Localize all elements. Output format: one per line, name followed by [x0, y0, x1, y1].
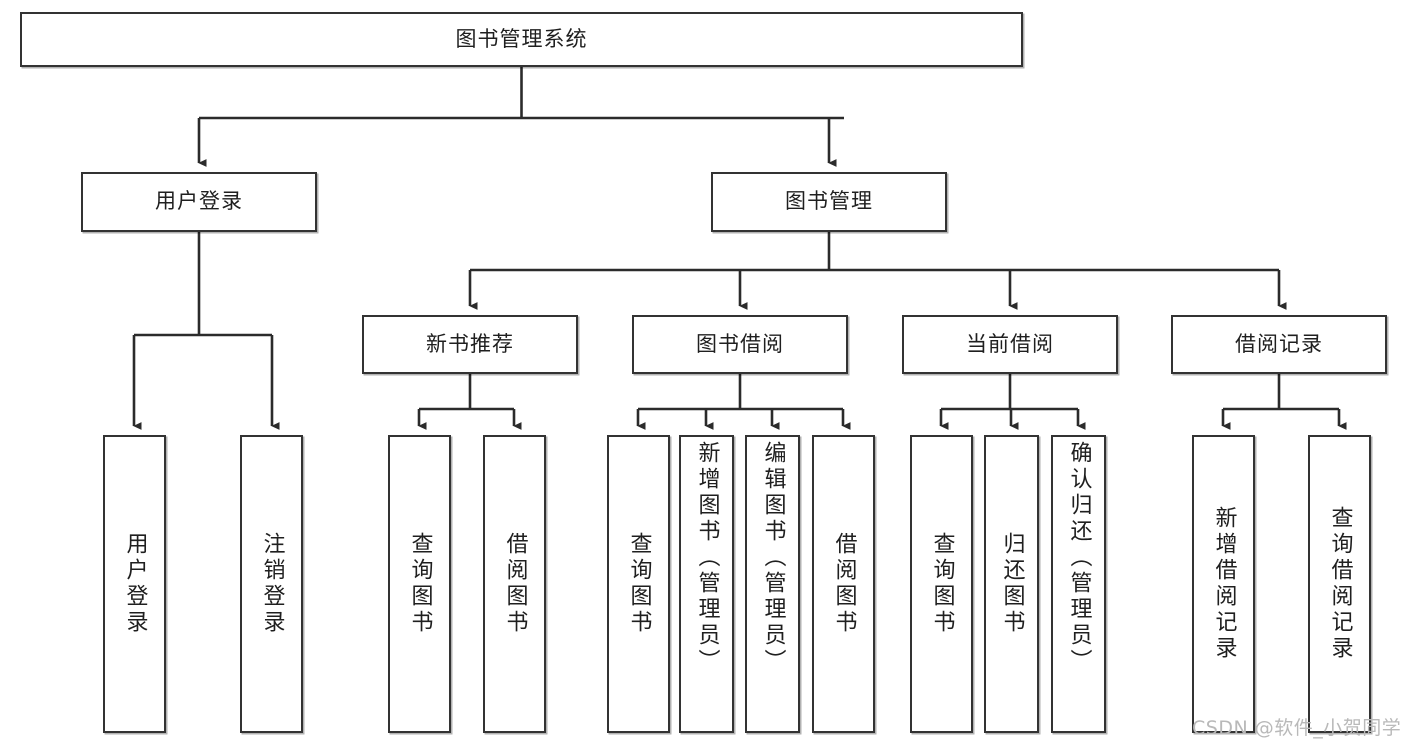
node-leaf-query-book-recommend-label: 查询图书: [407, 532, 433, 636]
node-leaf-user-logout-label: 注销登录: [259, 532, 285, 636]
node-current-borrow-label: 当前借阅: [966, 331, 1054, 356]
node-leaf-return-book[interactable]: 归还图书: [984, 435, 1039, 733]
node-leaf-edit-book-admin[interactable]: 编辑图书（管理员）: [745, 435, 800, 733]
node-user-login[interactable]: 用户登录: [81, 172, 317, 232]
node-root-label: 图书管理系统: [455, 26, 588, 51]
node-leaf-query-borrow-record[interactable]: 查询借阅记录: [1308, 435, 1371, 733]
node-leaf-return-book-label: 归还图书: [999, 532, 1025, 636]
node-leaf-add-book-admin-label: 新增图书（管理员）: [694, 441, 720, 675]
node-leaf-query-book-borrow-label: 查询图书: [626, 532, 652, 636]
node-leaf-confirm-return-admin[interactable]: 确认归还（管理员）: [1051, 435, 1106, 733]
node-leaf-borrow-book-borrow-label: 借阅图书: [831, 532, 857, 636]
node-leaf-query-book-current-label: 查询图书: [929, 532, 955, 636]
node-current-borrow[interactable]: 当前借阅: [902, 315, 1118, 374]
node-borrow-record[interactable]: 借阅记录: [1171, 315, 1387, 374]
node-leaf-user-login[interactable]: 用户登录: [103, 435, 166, 733]
node-root-system[interactable]: 图书管理系统: [20, 12, 1023, 67]
node-leaf-add-book-admin[interactable]: 新增图书（管理员）: [679, 435, 734, 733]
node-book-management[interactable]: 图书管理: [711, 172, 947, 232]
node-new-book-recommend-label: 新书推荐: [426, 331, 514, 356]
node-leaf-query-book-recommend[interactable]: 查询图书: [388, 435, 451, 733]
node-leaf-user-login-label: 用户登录: [122, 532, 148, 636]
node-book-borrow[interactable]: 图书借阅: [632, 315, 848, 374]
node-leaf-borrow-book-borrow[interactable]: 借阅图书: [812, 435, 875, 733]
node-leaf-borrow-book-recommend-label: 借阅图书: [502, 532, 528, 636]
node-book-management-label: 图书管理: [785, 189, 873, 214]
node-leaf-query-book-current[interactable]: 查询图书: [910, 435, 973, 733]
node-leaf-query-book-borrow[interactable]: 查询图书: [607, 435, 670, 733]
csdn-watermark: CSDN @软件_小贺同学: [1192, 717, 1402, 739]
node-leaf-add-borrow-record[interactable]: 新增借阅记录: [1192, 435, 1255, 733]
node-leaf-borrow-book-recommend[interactable]: 借阅图书: [483, 435, 546, 733]
node-leaf-add-borrow-record-label: 新增借阅记录: [1211, 506, 1237, 662]
node-leaf-edit-book-admin-label: 编辑图书（管理员）: [760, 441, 786, 675]
node-user-login-label: 用户登录: [155, 189, 243, 214]
node-new-book-recommend[interactable]: 新书推荐: [362, 315, 578, 374]
node-leaf-confirm-return-admin-label: 确认归还（管理员）: [1066, 441, 1092, 675]
node-borrow-record-label: 借阅记录: [1235, 331, 1323, 356]
node-leaf-user-logout[interactable]: 注销登录: [240, 435, 303, 733]
node-book-borrow-label: 图书借阅: [696, 331, 784, 356]
node-leaf-query-borrow-record-label: 查询借阅记录: [1327, 506, 1353, 662]
